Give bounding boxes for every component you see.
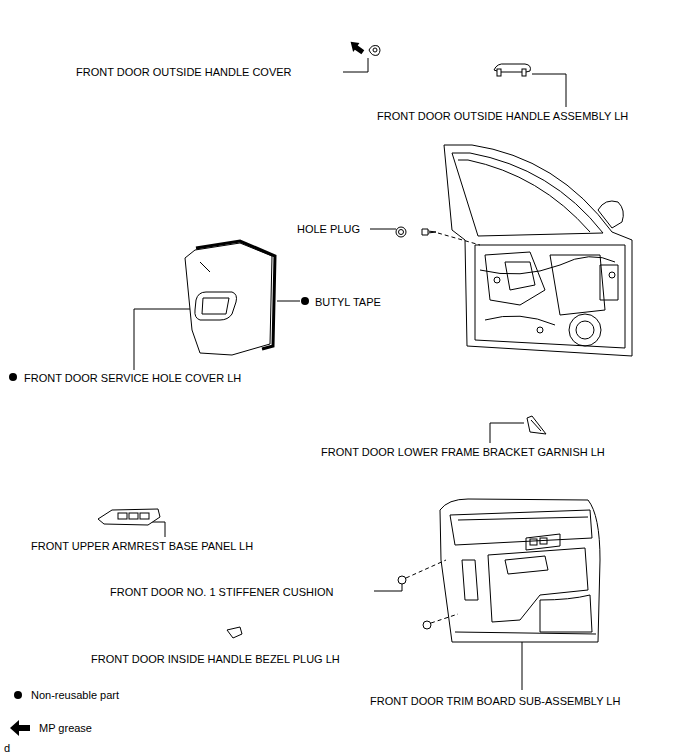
non-reusable-dots xyxy=(9,297,309,699)
drawing-stroke xyxy=(505,556,548,574)
drawing-stroke xyxy=(431,614,458,623)
service-hole-cover xyxy=(185,241,275,355)
drawing-stroke xyxy=(540,595,592,632)
legend-text: MP grease xyxy=(39,721,92,735)
drawing-stroke xyxy=(444,145,632,356)
part-name: FRONT DOOR OUTSIDE HANDLE ASSEMBLY LH xyxy=(377,109,628,123)
legend-text: Non-reusable part xyxy=(31,688,119,702)
drawing-stroke xyxy=(497,69,501,76)
drawing-stroke xyxy=(450,510,592,545)
drawing-stroke xyxy=(398,576,406,584)
part-name: HOLE PLUG xyxy=(297,222,360,236)
cushion-and-screw xyxy=(398,560,458,629)
drawing-stroke xyxy=(598,201,623,228)
part-name: FRONT DOOR LOWER FRAME BRACKET GARNISH L… xyxy=(321,445,605,459)
drawing-stroke xyxy=(118,513,127,519)
door-panel xyxy=(444,145,632,356)
drawing-stroke xyxy=(152,522,165,537)
drawing-stroke xyxy=(369,46,380,56)
drawing-stroke xyxy=(455,632,596,634)
drawing-stroke xyxy=(569,314,601,346)
drawing-stroke xyxy=(347,38,366,56)
bracket-garnish xyxy=(527,416,546,434)
part-name: FRONT DOOR NO. 1 STIFFENER CUSHION xyxy=(110,585,333,599)
drawing-stroke xyxy=(475,245,625,348)
drawing-stroke xyxy=(522,69,526,76)
drawing-stroke xyxy=(485,316,555,325)
drawing-stroke xyxy=(440,499,600,642)
drawing-stroke xyxy=(140,513,149,519)
drawing-stroke xyxy=(98,509,160,525)
drawing-stroke xyxy=(129,513,138,519)
drawing-stroke xyxy=(526,534,560,550)
drawing-stroke xyxy=(428,231,436,233)
drawing-stroke xyxy=(452,153,603,236)
grease-arrows xyxy=(10,38,366,736)
drawing-stroke xyxy=(200,262,210,272)
drawing-stroke xyxy=(202,298,229,314)
drawing-stroke xyxy=(277,301,300,302)
figure-code: d xyxy=(4,741,10,755)
drawing-stroke xyxy=(609,272,615,278)
part-name: FRONT DOOR INSIDE HANDLE BEZEL PLUG LH xyxy=(91,652,340,666)
drawing-stroke xyxy=(343,58,368,72)
handle-cover xyxy=(369,46,380,56)
drawing-stroke xyxy=(301,297,309,305)
drawing-stroke xyxy=(458,160,590,232)
drawing-stroke xyxy=(406,560,446,578)
drawing-stroke xyxy=(438,233,480,245)
part-name: FRONT DOOR TRIM BOARD SUB-ASSEMBLY LH xyxy=(370,694,620,708)
part-name: FRONT UPPER ARMREST BASE PANEL LH xyxy=(31,539,253,553)
drawing-stroke xyxy=(494,277,500,283)
drawing-stroke xyxy=(505,262,535,290)
drawing-stroke xyxy=(600,265,618,300)
trim-board xyxy=(440,499,600,642)
drawing-stroke xyxy=(185,243,272,355)
part-name: BUTYL TAPE xyxy=(315,295,381,309)
drawing-stroke xyxy=(480,257,615,274)
hole-plug xyxy=(396,227,480,245)
drawing-stroke xyxy=(532,74,566,107)
drawing-stroke xyxy=(396,227,406,237)
drawing-stroke xyxy=(9,373,17,381)
drawing-stroke xyxy=(458,517,588,520)
drawing-stroke xyxy=(540,538,547,544)
drawing-stroke xyxy=(374,584,402,591)
part-name: FRONT DOOR SERVICE HOLE COVER LH xyxy=(24,371,241,385)
drawing-stroke xyxy=(227,627,242,638)
drawing-stroke xyxy=(530,539,537,545)
drawing-stroke xyxy=(195,292,237,320)
drawing-stroke xyxy=(14,691,22,699)
bezel-plug xyxy=(227,627,242,638)
drawing-stroke xyxy=(488,548,588,622)
drawing-stroke xyxy=(527,416,546,434)
armrest-panel xyxy=(98,509,160,525)
drawing-stroke xyxy=(422,229,428,235)
drawing-stroke xyxy=(537,327,543,333)
drawing-stroke xyxy=(423,621,431,629)
drawing-stroke xyxy=(399,230,404,235)
drawing-stroke xyxy=(370,229,396,230)
drawing-stroke xyxy=(485,252,545,305)
drawing-stroke xyxy=(134,309,190,370)
drawing-stroke xyxy=(531,420,541,431)
outside-handle xyxy=(494,64,530,76)
drawing-stroke xyxy=(373,48,377,52)
drawing-stroke xyxy=(462,560,478,600)
drawing-stroke xyxy=(10,720,30,736)
drawing-stroke xyxy=(490,423,524,443)
drawing-stroke xyxy=(550,255,605,315)
drawing-stroke xyxy=(576,321,594,339)
part-name: FRONT DOOR OUTSIDE HANDLE COVER xyxy=(76,65,292,79)
